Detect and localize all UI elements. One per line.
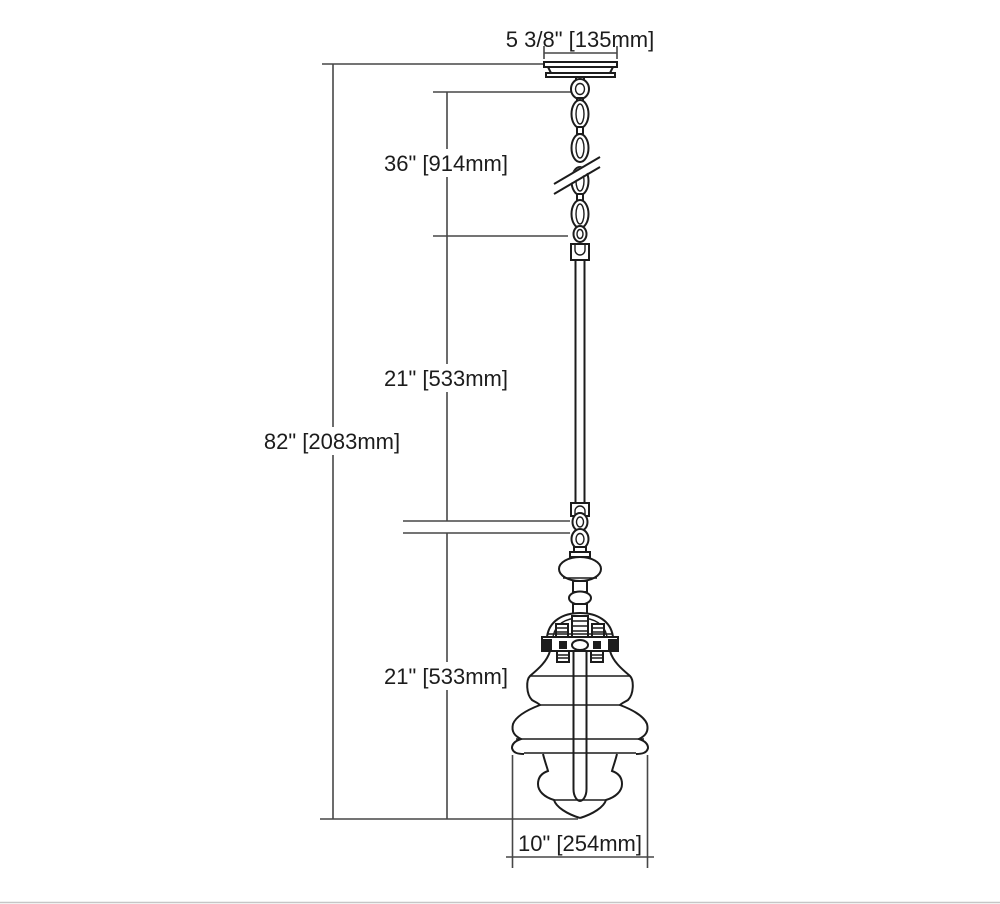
canopy-loop-inner	[574, 82, 586, 96]
chain-break-slash	[553, 156, 601, 185]
hang-rod	[570, 243, 590, 550]
rod-top-connector	[570, 243, 590, 261]
rod-top-hook	[574, 244, 586, 256]
chain-end-loop-inner	[576, 228, 584, 240]
band-tab-left	[559, 641, 567, 649]
canopy	[543, 61, 618, 100]
band-screw-right	[608, 639, 618, 650]
chain-break-slash	[553, 166, 601, 195]
under-band-rib-right	[590, 650, 604, 663]
band-screw-left	[542, 639, 552, 650]
fixture-loop-inner	[575, 532, 585, 546]
band-tab-right	[593, 641, 601, 649]
rod-loop-inner	[575, 516, 585, 528]
shade-drop-right	[579, 753, 624, 819]
socket-core-ribs	[572, 620, 588, 632]
label-mask	[384, 364, 508, 392]
shade-drop-left	[536, 753, 581, 819]
finial-neck	[572, 580, 588, 593]
chain-connector	[576, 126, 584, 135]
glass-shade	[510, 650, 650, 819]
under-band-rib-left-lines	[557, 654, 569, 659]
label-mask	[384, 149, 508, 177]
shade-profile-left	[510, 650, 551, 755]
chain-end-loop	[572, 225, 588, 243]
dim-label-body-height: 21" [533mm]	[384, 664, 508, 689]
bulb-tube-outline	[572, 651, 588, 803]
socket-rib-right-lines	[592, 627, 604, 633]
dim-label-canopy-width: 5 3/8" [135mm]	[506, 27, 654, 52]
dim-label-stem-length: 21" [533mm]	[384, 366, 508, 391]
dim-label-chain-length: 36" [914mm]	[384, 151, 508, 176]
band-center-knob	[571, 639, 589, 651]
chain-link-inner	[575, 103, 585, 125]
dim-label-overall-height: 82" [2083mm]	[264, 429, 400, 454]
socket-assembly	[541, 611, 619, 663]
under-band-rib-left	[556, 650, 570, 663]
finial	[558, 546, 602, 618]
socket-rib-left	[555, 623, 569, 638]
label-mask	[266, 427, 398, 455]
rod-bottom-hook	[574, 505, 586, 516]
canopy-loop	[570, 78, 590, 100]
hanging-chain	[553, 97, 601, 243]
socket-rib-right	[591, 623, 605, 638]
under-band-rib-right-lines	[591, 654, 603, 659]
finial-ring	[568, 590, 592, 606]
bulb-tube	[572, 651, 588, 803]
rod-tube	[574, 259, 586, 504]
shade-profile-right	[609, 650, 650, 755]
chain-link-inner	[575, 137, 585, 159]
chain-link	[570, 133, 590, 163]
chain-link-inner	[575, 203, 585, 225]
socket-rib-left-lines	[556, 627, 568, 633]
dim-label-shade-width: 10" [254mm]	[518, 831, 642, 856]
label-mask	[384, 662, 508, 690]
